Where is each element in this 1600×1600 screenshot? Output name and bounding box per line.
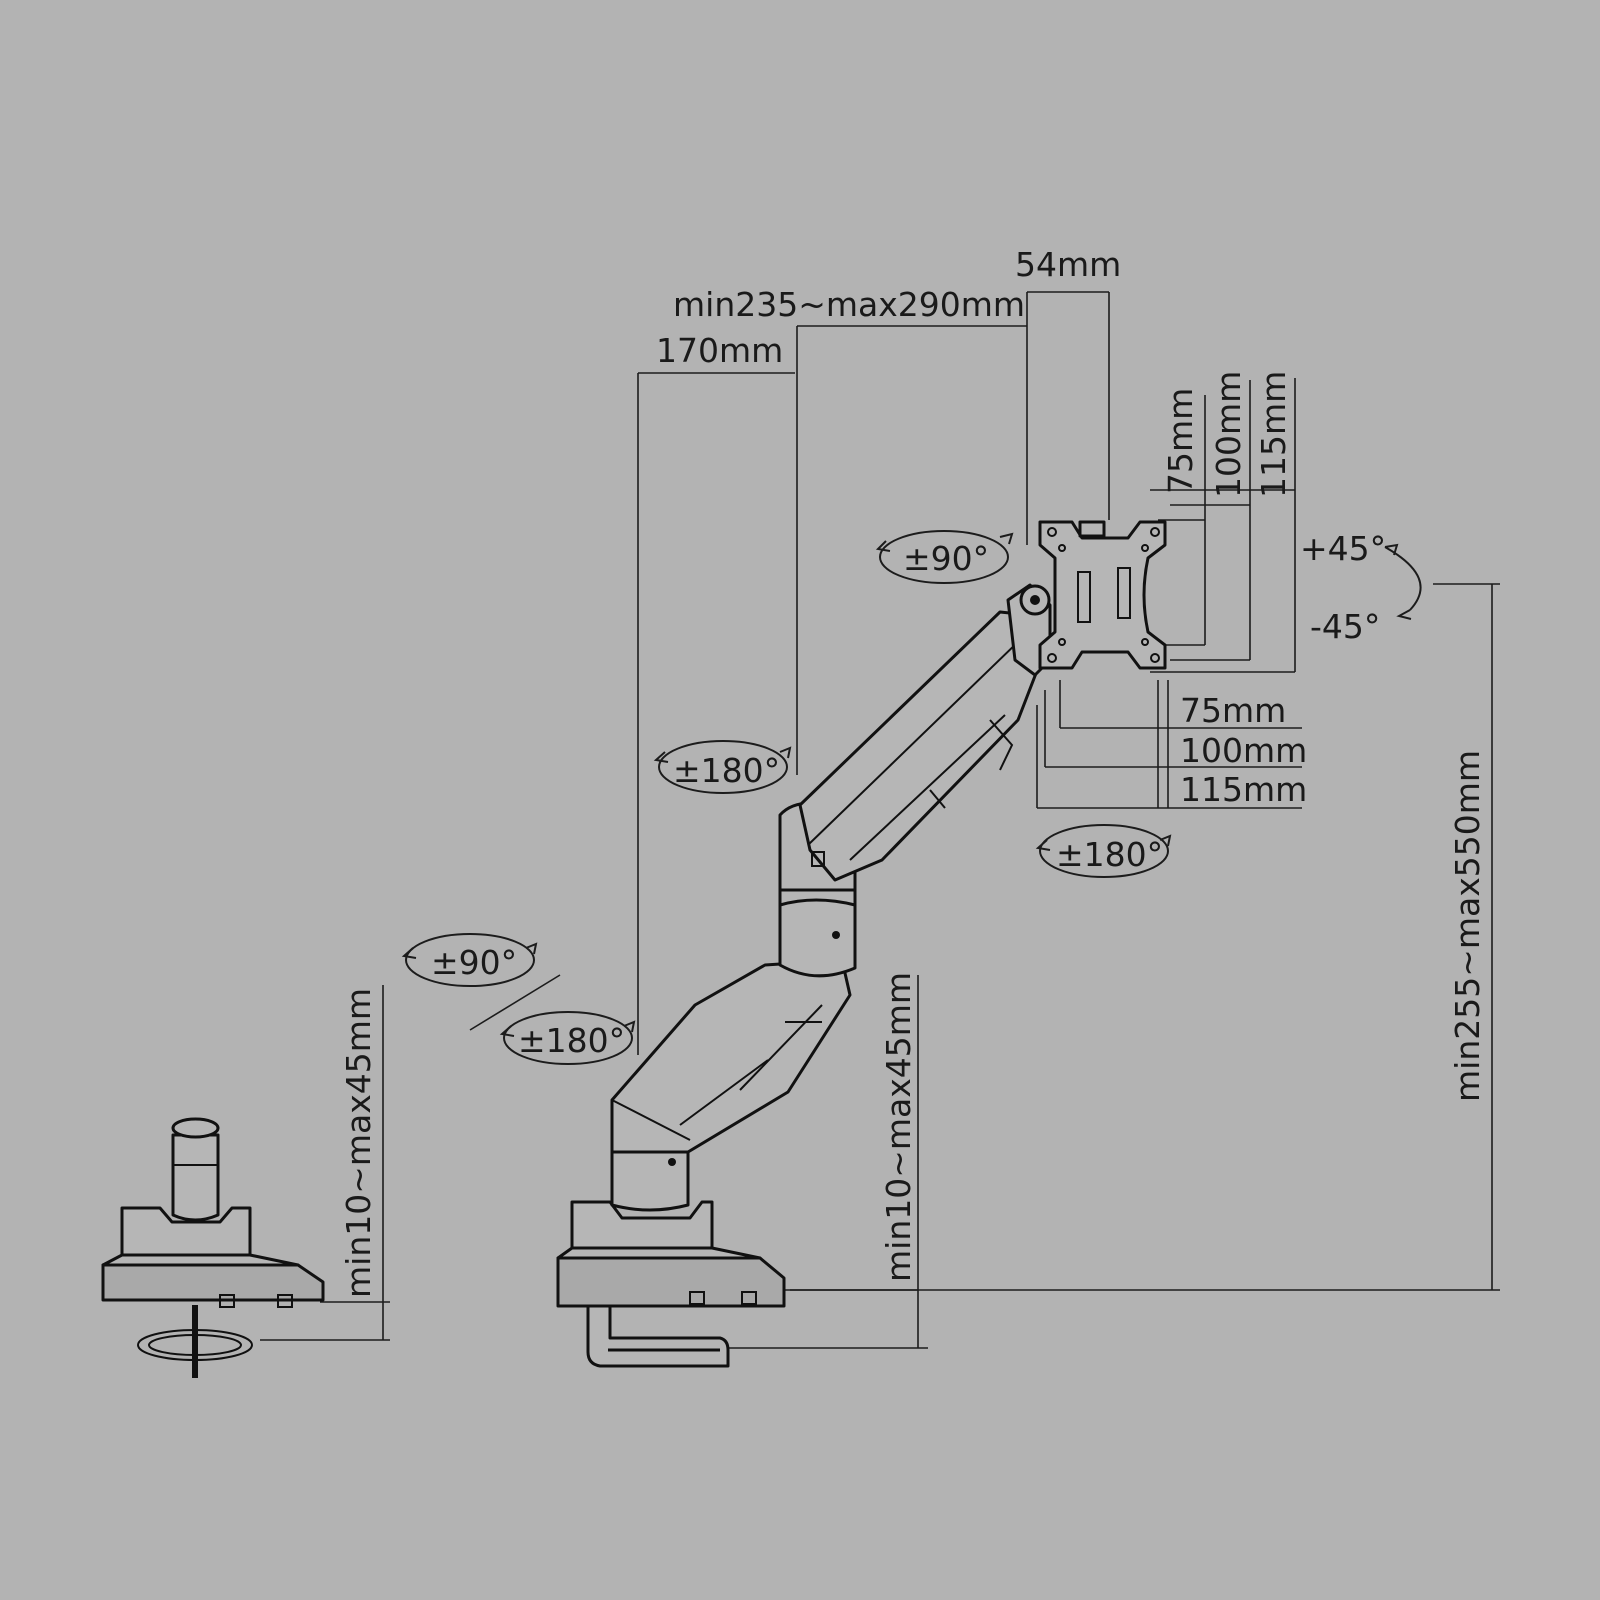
- label-pole-reach: 170mm: [656, 331, 783, 370]
- label-arm-reach: min235~max290mm: [673, 285, 1025, 324]
- label-vesa-v-100: 100mm: [1209, 371, 1248, 498]
- label-vesa-v-75: 75mm: [1161, 388, 1200, 494]
- label-elbow-swivel: ±180°: [673, 751, 780, 790]
- label-vesa-offset: 54mm: [1015, 245, 1121, 284]
- dimension-labels: 54mm min235~max290mm 170mm 75mm 100mm 11…: [339, 245, 1487, 1298]
- label-vesa-v-115: 115mm: [1254, 371, 1293, 498]
- dimension-lines: [260, 291, 1500, 1349]
- label-head-swivel: ±90°: [903, 539, 989, 578]
- label-grommet-thickness: min10~max45mm: [339, 988, 378, 1298]
- label-vesa-h-115: 115mm: [1180, 770, 1307, 809]
- label-tilt-down: -45°: [1310, 607, 1380, 646]
- rotation-indicators: [401, 530, 1422, 1065]
- label-base-swivel-a: ±90°: [431, 943, 517, 982]
- monitor-arm: [556, 520, 1167, 1368]
- label-vesa-h-100: 100mm: [1180, 731, 1307, 770]
- label-height-range: min255~max550mm: [1448, 750, 1487, 1102]
- label-tilt-up: +45°: [1300, 529, 1386, 568]
- label-screen-rotation: ±180°: [1056, 835, 1163, 874]
- label-vesa-h-75: 75mm: [1180, 691, 1286, 730]
- label-base-swivel-b: ±180°: [518, 1021, 625, 1060]
- grommet-mount: [101, 1117, 325, 1378]
- rotation-labels: ±90° +45° -45° ±180° ±180° ±90° ±180°: [431, 529, 1386, 1060]
- label-clamp-thickness: min10~max45mm: [879, 972, 918, 1282]
